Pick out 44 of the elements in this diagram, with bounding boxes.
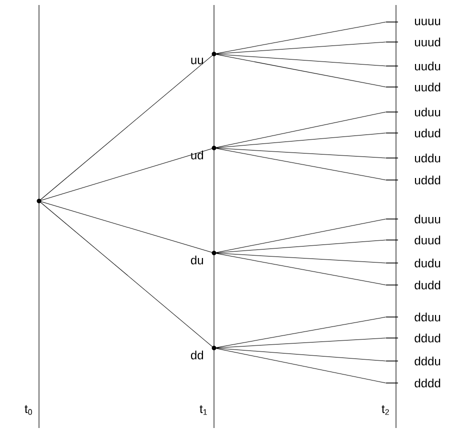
outcome-label: uuuu: [415, 18, 440, 26]
outcome-label: duuu: [414, 214, 440, 224]
branch-line: [214, 54, 386, 88]
time-label: t$_{2}$: [382, 405, 389, 415]
branch-line: [214, 218, 386, 254]
outcome-label: dudu: [414, 258, 440, 268]
branch-line: [214, 148, 386, 180]
branch-line: [214, 132, 386, 148]
outcome-label: uuud: [415, 38, 440, 46]
branch-line: [38, 200, 214, 348]
outcome-label: uddu: [415, 154, 440, 162]
outcome-label: ddud: [414, 334, 440, 342]
branch-line: [214, 148, 386, 158]
state-label: uu: [191, 58, 203, 64]
branch-line: [214, 348, 386, 362]
branch-line: [38, 148, 214, 202]
outcome-label: uddd: [415, 176, 440, 184]
branch-line: [214, 348, 386, 384]
outcome-label: dddd: [414, 378, 440, 388]
branch-line: [214, 252, 386, 264]
branch-line: [214, 316, 386, 348]
branch-line: [38, 54, 214, 202]
branch-line: [214, 42, 386, 54]
outcome-label: udud: [415, 128, 440, 138]
outcome-label: uduu: [415, 108, 440, 116]
outcome-label: dddu: [414, 356, 440, 366]
state-label: ud: [191, 150, 204, 160]
branch-line: [38, 200, 214, 254]
branch-line: [214, 240, 386, 254]
state-label: du: [190, 256, 203, 264]
outcome-label: uudd: [415, 82, 440, 92]
branch-line: [214, 112, 386, 148]
branch-line: [214, 54, 386, 66]
branch-line: [214, 252, 386, 286]
branch-point: [36, 198, 42, 204]
outcome-label: dudd: [414, 280, 440, 290]
branch-line: [214, 338, 386, 348]
branch-line: [214, 22, 386, 54]
outcome-label: dduu: [414, 312, 440, 322]
time-label: t$_{0}$: [24, 405, 32, 415]
outcome-label: duud: [414, 236, 440, 244]
time-label: t$_{1}$: [200, 405, 207, 415]
outcome-label: uudu: [415, 62, 440, 70]
state-label: dd: [190, 350, 204, 360]
